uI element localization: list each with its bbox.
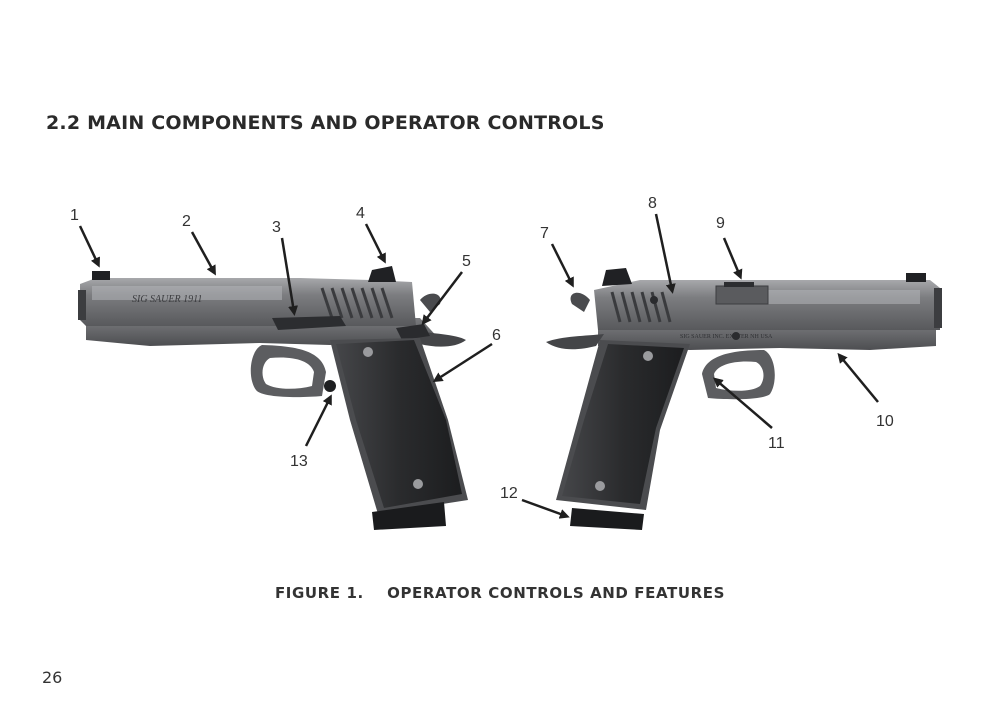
callout-numbers: 1 2 3 4 5 6 13 7 8 9 10 11 12 bbox=[70, 195, 894, 502]
magazine-base bbox=[570, 508, 644, 530]
muzzle bbox=[78, 290, 86, 320]
section-heading: 2.2 MAIN COMPONENTS AND OPERATOR CONTROL… bbox=[46, 112, 605, 134]
callout-arrow-12 bbox=[521, 498, 570, 519]
slide-serrations bbox=[320, 287, 394, 319]
grip-screw bbox=[413, 479, 423, 489]
callout-3: 3 bbox=[272, 219, 281, 236]
slide-serrations bbox=[610, 291, 672, 323]
frame-marking: SIG SAUER INC. EXETER NH USA bbox=[680, 334, 773, 340]
thumb-safety bbox=[396, 324, 430, 340]
muzzle bbox=[934, 288, 942, 328]
callout-arrows bbox=[78, 213, 879, 519]
grip-panel bbox=[336, 340, 462, 508]
front-sight bbox=[906, 273, 926, 282]
callout-7: 7 bbox=[540, 225, 549, 242]
beavertail bbox=[546, 334, 604, 350]
slide-stop-pin bbox=[650, 296, 658, 304]
callout-arrow-7 bbox=[550, 243, 574, 288]
figure-caption: FIGURE 1. OPERATOR CONTROLS AND FEATURES bbox=[274, 584, 726, 602]
callout-2: 2 bbox=[182, 213, 191, 230]
pistol-right-view: SIG SAUER INC. EXETER NH USA bbox=[546, 268, 942, 530]
callout-arrow-10 bbox=[837, 352, 879, 403]
ejection-port bbox=[715, 285, 769, 305]
callout-9: 9 bbox=[716, 215, 725, 232]
hammer bbox=[570, 292, 590, 312]
callout-arrow-3 bbox=[280, 237, 298, 316]
callout-arrow-4 bbox=[364, 223, 386, 264]
callout-arrow-9 bbox=[722, 237, 743, 280]
callout-8: 8 bbox=[648, 195, 657, 212]
slide-stop-lever bbox=[272, 316, 346, 330]
callout-arrow-5 bbox=[421, 271, 463, 326]
callout-4: 4 bbox=[356, 205, 365, 222]
grip-screw bbox=[363, 347, 373, 357]
page-number: 26 bbox=[42, 668, 63, 687]
grip-screw bbox=[595, 481, 605, 491]
front-sight bbox=[92, 271, 110, 280]
grip-panel bbox=[562, 344, 684, 504]
callout-13: 13 bbox=[290, 453, 308, 470]
callout-arrow-6 bbox=[432, 342, 493, 383]
magazine-base bbox=[372, 502, 446, 530]
slide-marking: SIG SAUER 1911 bbox=[132, 294, 202, 305]
frame-pin bbox=[732, 332, 740, 340]
rear-sight bbox=[602, 268, 632, 286]
callout-12: 12 bbox=[500, 485, 518, 502]
callout-arrow-1 bbox=[78, 225, 100, 268]
trigger-guard bbox=[702, 350, 775, 400]
callout-11: 11 bbox=[768, 435, 785, 452]
callout-arrow-13 bbox=[304, 394, 332, 447]
magazine-catch bbox=[324, 380, 336, 392]
callout-10: 10 bbox=[876, 413, 894, 430]
callout-5: 5 bbox=[462, 253, 471, 270]
callout-arrow-2 bbox=[190, 231, 216, 276]
callout-arrow-8 bbox=[654, 213, 676, 294]
trigger-guard bbox=[250, 345, 326, 398]
callout-6: 6 bbox=[492, 327, 501, 344]
extractor bbox=[724, 282, 754, 287]
callout-arrow-11 bbox=[712, 377, 773, 429]
grip-screw bbox=[643, 351, 653, 361]
rear-sight bbox=[368, 266, 396, 282]
callout-1: 1 bbox=[70, 207, 79, 224]
pistol-left-view: SIG SAUER 1911 bbox=[78, 266, 468, 530]
